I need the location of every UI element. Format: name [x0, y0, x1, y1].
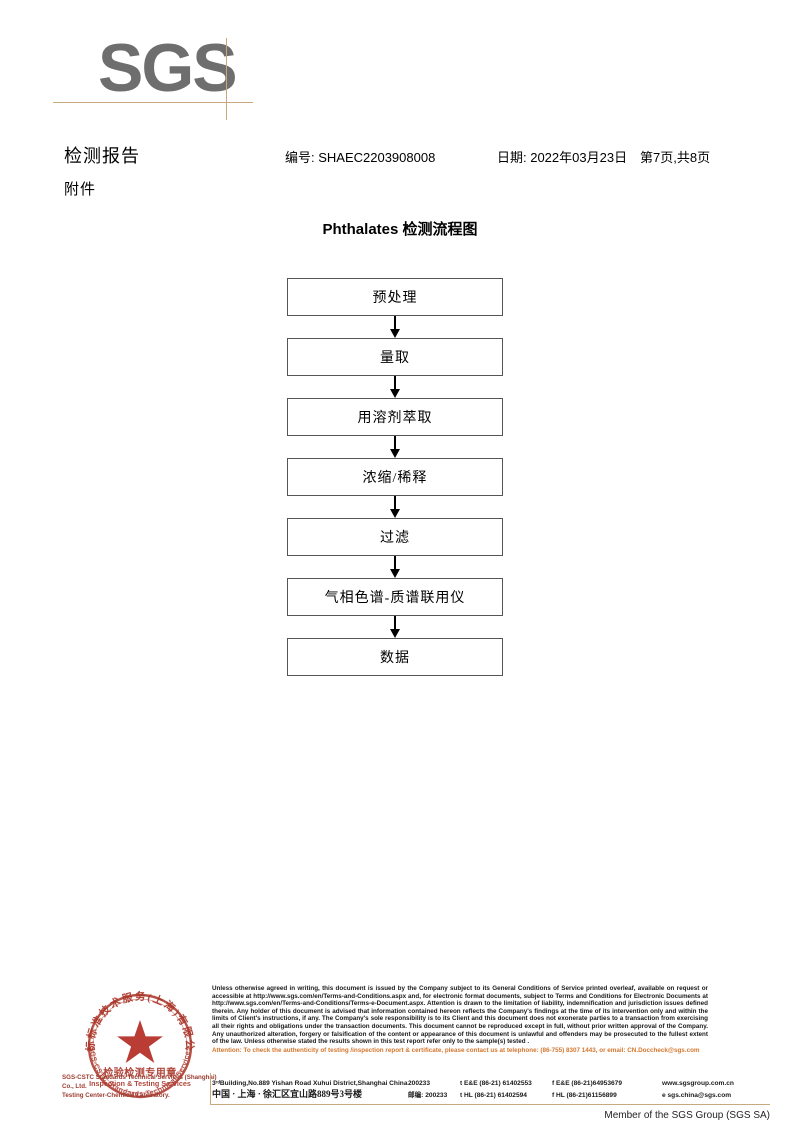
report-date: 日期: 2022年03月23日	[497, 150, 628, 165]
footer-legal-text: Unless otherwise agreed in writing, this…	[212, 985, 708, 1054]
arrow-stem	[394, 376, 396, 392]
postcode-english: 200233	[408, 1080, 431, 1087]
flow-arrow-2	[287, 376, 503, 398]
page-title: 检测报告	[64, 146, 140, 166]
logo-horizontal-rule	[53, 102, 253, 103]
website-link[interactable]: www.sgsgroup.com.cn	[662, 1080, 734, 1087]
arrow-head-icon	[390, 329, 400, 338]
footer-vertical-rule	[210, 1073, 211, 1105]
address-english: 3ʳᵈBuilding,No.889 Yishan Road Xuhui Dis…	[212, 1080, 408, 1087]
email-link[interactable]: e sgs.china@sgs.com	[662, 1092, 732, 1099]
flow-arrow-4	[287, 496, 503, 518]
company-seal-stamp: 中标标准技术服务(上海)有限公司 SGS-CSTC Standards Tech…	[76, 982, 204, 1110]
arrow-head-icon	[390, 449, 400, 458]
address-row-cn: 中国 · 上海 · 徐汇区宜山路889号3号楼 邮编: 200233 t HL …	[212, 1089, 772, 1101]
footer-address-block: 3ʳᵈBuilding,No.889 Yishan Road Xuhui Dis…	[212, 1078, 772, 1101]
flow-arrow-3	[287, 436, 503, 458]
page-indicator: 第7页,共8页	[640, 150, 711, 165]
seal-subtitle-line1: SGS-CSTC Standards Technical Services (S…	[62, 1074, 217, 1090]
legal-paragraph: Unless otherwise agreed in writing, this…	[212, 985, 708, 1046]
arrow-head-icon	[390, 629, 400, 638]
flow-step-concentrate-dilute: 浓缩/稀释	[287, 458, 503, 496]
flow-arrow-1	[287, 316, 503, 338]
flowchart: 预处理 量取 用溶剂萃取 浓缩/稀释 过滤 气相色谱-质谱联用仪	[287, 278, 503, 676]
svg-text:检验检测专用章: 检验检测专用章	[103, 1066, 177, 1079]
footer-horizontal-rule	[210, 1104, 770, 1105]
flowchart-title: Phthalates 检测流程图	[322, 221, 478, 238]
fax-ee-2: f E&E (86-21)64953679	[552, 1080, 623, 1087]
arrow-stem	[394, 436, 396, 452]
legal-attention-note: Attention: To check the authenticity of …	[212, 1046, 700, 1054]
flow-step-pretreatment: 预处理	[287, 278, 503, 316]
arrow-stem	[394, 316, 396, 332]
flow-step-gcms: 气相色谱-质谱联用仪	[287, 578, 503, 616]
tel-hl-1: t HL (86-21) 61402594	[460, 1092, 527, 1099]
postcode-value: 200233	[425, 1092, 448, 1099]
seal-subtitle-line2: Testing Center-Chemical Laboratory.	[62, 1092, 170, 1099]
address-row-en: 3ʳᵈBuilding,No.889 Yishan Road Xuhui Dis…	[212, 1078, 772, 1089]
flow-step-measure: 量取	[287, 338, 503, 376]
flow-arrow-6	[287, 616, 503, 638]
sgs-logo-text: SGS	[98, 30, 238, 106]
arrow-head-icon	[390, 389, 400, 398]
report-number: 编号: SHAEC2203908008	[285, 150, 436, 165]
svg-text:Inspection & Testing Services: Inspection & Testing Services	[89, 1079, 191, 1088]
address-chinese: 中国 · 上海 · 徐汇区宜山路889号3号楼	[212, 1089, 363, 1099]
flow-step-solvent-extraction: 用溶剂萃取	[287, 398, 503, 436]
sgs-logo: SGS	[53, 34, 253, 120]
fax-hl-2: f HL (86-21)61156899	[552, 1092, 617, 1099]
postcode-chinese: 邮编: 200233	[408, 1090, 460, 1101]
flow-step-data: 数据	[287, 638, 503, 676]
member-statement: Member of the SGS Group (SGS SA)	[604, 1110, 770, 1121]
postcode-label: 邮编:	[408, 1092, 424, 1099]
seal-subtitle: SGS-CSTC Standards Technical Services (S…	[62, 1073, 227, 1100]
attachment-label: 附件	[64, 182, 97, 198]
flow-step-filtration: 过滤	[287, 518, 503, 556]
flow-arrow-5	[287, 556, 503, 578]
arrow-stem	[394, 616, 396, 632]
arrow-head-icon	[390, 569, 400, 578]
seal-graphic: 中标标准技术服务(上海)有限公司 SGS-CSTC Standards Tech…	[76, 982, 193, 1099]
arrow-stem	[394, 496, 396, 512]
arrow-stem	[394, 556, 396, 572]
logo-vertical-rule	[226, 38, 227, 120]
tel-ee-1: t E&E (86-21) 61402553	[460, 1080, 532, 1087]
arrow-head-icon	[390, 509, 400, 518]
